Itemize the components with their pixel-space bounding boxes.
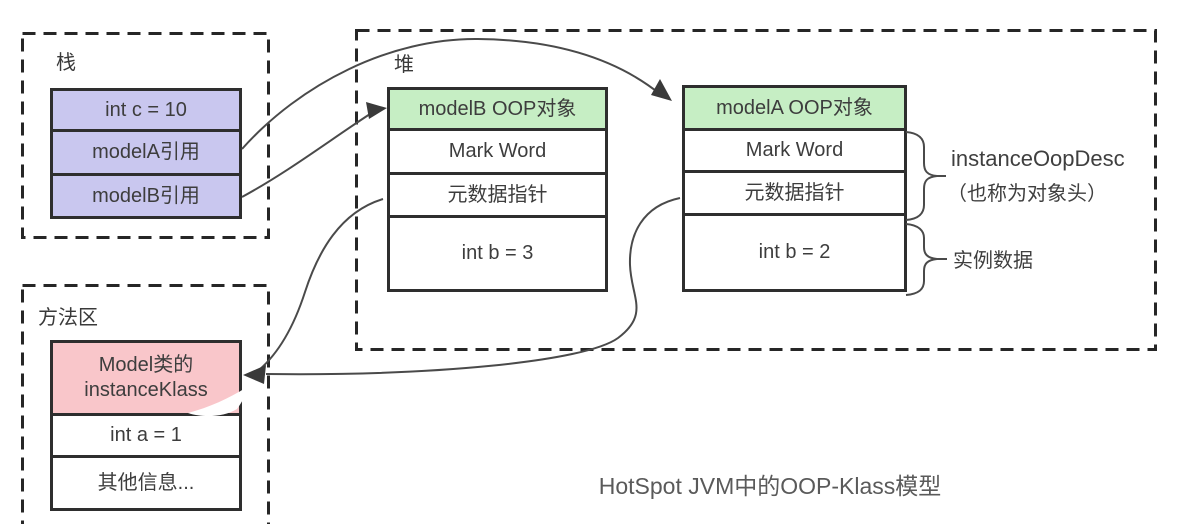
arrowhead-modelA-object <box>651 79 672 101</box>
stack-cell-modelA-ref: modelA引用 <box>50 129 242 176</box>
instance-klass-line1: Model类的 <box>98 354 194 376</box>
modelB-mark-word: Mark Word <box>387 128 608 175</box>
arrow-modelB-metadata-to-klass <box>258 198 384 371</box>
modelA-mark-word: Mark Word <box>682 128 907 173</box>
modelA-oop-header: modelA OOP对象 <box>682 85 907 131</box>
modelB-metadata-pointer: 元数据指针 <box>387 172 608 218</box>
instance-klass-box: Model类的 instanceKlass <box>50 340 242 416</box>
modelB-oop-header: modelB OOP对象 <box>387 87 608 131</box>
modelB-field-int-b: int b = 3 <box>387 215 608 292</box>
klass-other-info: 其他信息... <box>50 455 242 511</box>
arrow-modelB-ref-to-modelB-object <box>241 113 371 198</box>
heap-zone-label: 堆 <box>394 54 414 76</box>
method-area-table: Model类的 instanceKlass int a = 1 其他信息... <box>50 340 242 511</box>
stack-cell-modelB-ref: modelB引用 <box>50 173 242 219</box>
klass-field-int-a: int a = 1 <box>50 413 242 458</box>
instance-data-label: 实例数据 <box>953 250 1033 272</box>
diagram-title: HotSpot JVM中的OOP-Klass模型 <box>598 473 942 499</box>
method-area-zone-label: 方法区 <box>38 307 98 329</box>
stack-frame-table: int c = 10 modelA引用 modelB引用 <box>50 88 242 219</box>
arrowhead-instance-klass <box>243 365 266 384</box>
brace-instance-data <box>905 223 947 296</box>
modelA-metadata-pointer: 元数据指针 <box>682 170 907 216</box>
arrowhead-modelB-object <box>366 102 387 119</box>
stack-cell-int-c: int c = 10 <box>50 88 242 132</box>
stack-zone-label: 栈 <box>56 52 76 74</box>
oop-desc-label-line2: （也称为对象头） <box>947 183 1107 205</box>
modelA-oop-object: modelA OOP对象 Mark Word 元数据指针 int b = 2 <box>682 85 907 292</box>
modelB-oop-object: modelB OOP对象 Mark Word 元数据指针 int b = 3 <box>387 87 608 292</box>
modelA-field-int-b: int b = 2 <box>682 213 907 292</box>
oop-desc-label-line1: instanceOopDesc <box>951 146 1125 171</box>
brace-object-header <box>905 131 946 221</box>
instance-klass-line2: instanceKlass <box>84 379 208 401</box>
